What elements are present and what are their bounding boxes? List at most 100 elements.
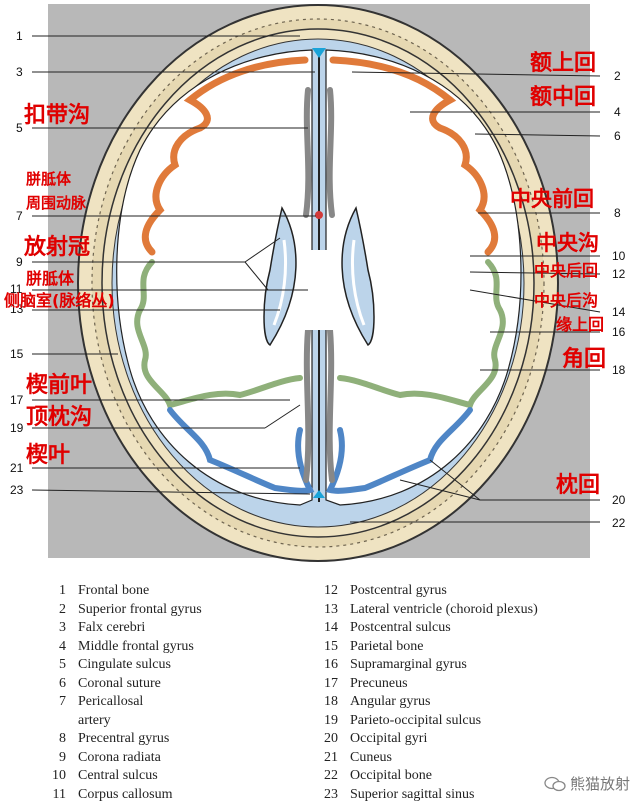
callout-13: 13 <box>10 302 24 316</box>
legend-item: 16 Supramarginal gyrus <box>312 656 632 675</box>
legend-number: 7 <box>59 694 66 709</box>
legend-term: Parietal bone <box>350 638 424 654</box>
legend-term: Cuneus <box>350 749 392 765</box>
legend-term: Frontal bone <box>78 583 150 598</box>
legend-number: 5 <box>59 657 66 672</box>
callout-21: 21 <box>10 461 24 475</box>
label-angular-gyrus-cn: 角回 <box>562 346 606 372</box>
legend-number: 14 <box>324 620 338 635</box>
choroid-plexus-left <box>272 239 287 326</box>
legend-term: Precuneus <box>350 675 408 691</box>
left-parietal-cortex <box>134 259 303 409</box>
legend-number: 9 <box>59 749 66 765</box>
callout-7: 7 <box>16 209 23 223</box>
legend-term: Angular gyrus <box>350 694 431 709</box>
legend-term: Parieto-occipital sulcus <box>350 712 482 728</box>
callout-4: 4 <box>614 105 621 119</box>
label-precentral-gyrus-cn: 中央前回 <box>510 187 594 211</box>
legend-number <box>40 712 78 731</box>
callout-20: 20 <box>612 493 626 507</box>
label-pericallosal-artery-cn-1: 胼胝体 <box>26 170 72 188</box>
legend-number: 22 <box>324 768 338 783</box>
legend-term: Pericallosal <box>78 694 144 709</box>
legend-term: Postcentral gyrus <box>350 583 447 598</box>
label-corona-radiata-cn: 放射冠 <box>23 234 90 260</box>
legend-item: 7 Pericallosal <box>40 693 300 712</box>
left-frontal-cortex <box>141 56 309 256</box>
callout-23: 23 <box>10 483 24 497</box>
legend-number: 16 <box>324 657 338 672</box>
legend-item: 17 Precuneus <box>312 675 632 694</box>
callout-11: 11 <box>10 282 23 296</box>
callout-19: 19 <box>10 421 24 435</box>
label-postcentral-gyrus-cn: 中央后回 <box>534 261 598 280</box>
left-lateral-ventricle <box>263 205 297 347</box>
right-hemisphere <box>325 49 522 506</box>
label-cuneus-cn: 楔叶 <box>26 442 70 468</box>
axial-brain-diagram: 1 3 5 7 9 11 13 15 17 19 21 23 2 4 6 8 1… <box>4 4 626 562</box>
callout-1: 1 <box>16 29 23 43</box>
label-occipital-gyri-cn: 枕回 <box>556 473 600 498</box>
superior-sagittal-sinus-posterior <box>313 490 325 498</box>
callout-10: 10 <box>612 249 626 263</box>
legend-term: Precentral gyrus <box>78 731 170 746</box>
legend-item: 5 Cingulate sulcus <box>40 656 300 675</box>
legend-term: Supramarginal gyrus <box>350 657 467 672</box>
callout-12: 12 <box>612 267 626 281</box>
label-supramarginal-gyrus-cn: 缘上回 <box>556 315 604 334</box>
callout-22: 22 <box>612 516 626 530</box>
label-central-sulcus-cn: 中央沟 <box>536 231 599 255</box>
legend-number: 11 <box>52 786 66 802</box>
watermark-text: 熊猫放射 <box>569 775 630 793</box>
legend-term: Cingulate sulcus <box>78 657 171 672</box>
legend-term: Central sulcus <box>78 768 158 783</box>
label-pericallosal-artery-cn-2: 周围动脉 <box>26 194 87 212</box>
callout-18: 18 <box>612 363 626 377</box>
callout-5: 5 <box>16 121 23 135</box>
callout-17: 17 <box>10 393 24 407</box>
legend-item: 20 Occipital gyri <box>312 730 632 749</box>
legend-item: 15 Parietal bone <box>312 638 632 657</box>
label-corpus-callosum-cn: 胼胝体 <box>26 269 75 288</box>
label-middle-frontal-gyrus-cn: 额中回 <box>530 85 596 110</box>
legend-number: 8 <box>59 731 66 746</box>
legend-number: 13 <box>324 601 338 617</box>
label-precuneus-cn: 楔前叶 <box>26 372 92 398</box>
legend-term: Coronal suture <box>78 675 161 691</box>
legend-number: 2 <box>59 601 66 617</box>
legend-number: 23 <box>324 786 338 802</box>
left-hemisphere <box>116 49 313 506</box>
legend-term: artery <box>78 712 111 728</box>
legend-number: 20 <box>324 731 338 746</box>
callout-3: 3 <box>16 65 23 79</box>
right-frontal-cortex <box>329 56 499 256</box>
callout-2: 2 <box>614 69 621 83</box>
legend-number: 15 <box>324 638 338 654</box>
choroid-plexus-right <box>351 239 366 326</box>
left-occipital-cortex <box>167 407 315 494</box>
legend-item: 8 Precentral gyrus <box>40 730 300 749</box>
legend-term: Falx cerebri <box>78 620 146 635</box>
legend-number: 18 <box>324 694 338 709</box>
callout-15: 15 <box>10 347 24 361</box>
watermark: 熊猫放射 <box>544 773 630 794</box>
cingulate-gyri <box>303 87 335 483</box>
legend-term: Occipital gyri <box>350 731 428 746</box>
label-superior-frontal-gyrus-cn: 额上回 <box>530 51 596 76</box>
label-postcentral-sulcus-cn: 中央后沟 <box>534 291 598 310</box>
legend-term: Superior frontal gyrus <box>78 601 202 617</box>
legend-number: 17 <box>324 675 338 691</box>
callout-8: 8 <box>614 206 621 220</box>
